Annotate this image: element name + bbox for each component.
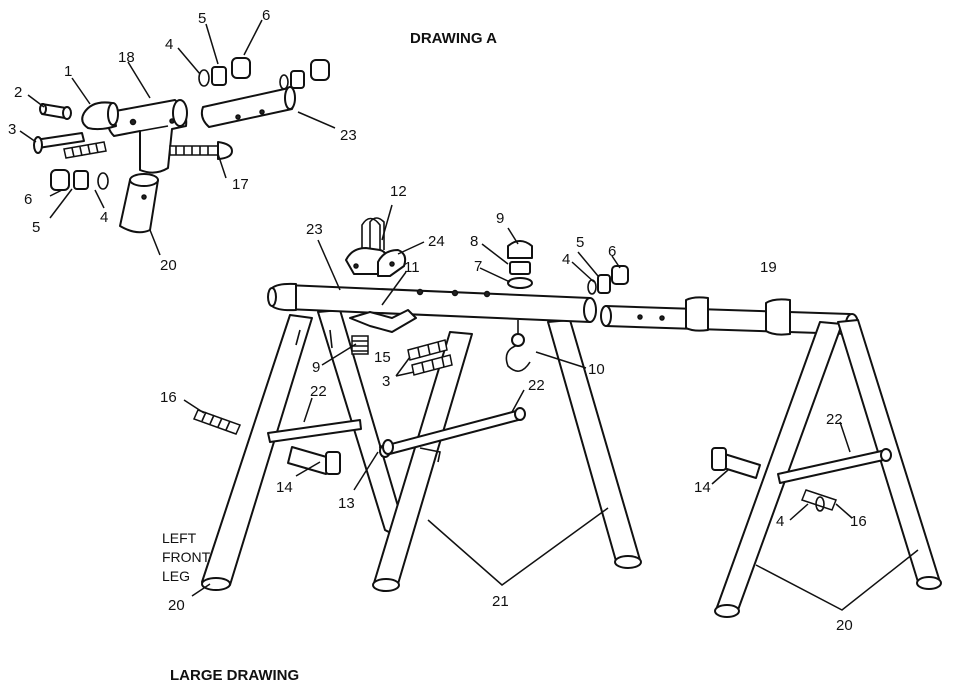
callout-16: 16	[850, 513, 867, 530]
callout-23: 23	[306, 221, 323, 238]
callout-5: 5	[576, 234, 584, 251]
top-hardware-stack	[507, 240, 533, 289]
top-beam-right	[600, 296, 859, 336]
callout-6: 6	[262, 7, 270, 24]
swing-hook	[505, 320, 531, 372]
callout-14: 14	[694, 479, 711, 496]
leg-top-detail	[119, 173, 159, 234]
drawing-a-heading: DRAWING A	[410, 30, 497, 47]
callout-16: 16	[160, 389, 177, 406]
right-a-frame	[711, 319, 942, 618]
left-a-frame	[201, 309, 642, 592]
swing-bracket	[345, 217, 407, 277]
callout-24: 24	[428, 233, 445, 250]
callout-13: 13	[338, 495, 355, 512]
callout-9: 9	[496, 210, 504, 227]
large-drawing-heading: LARGE DRAWING	[170, 667, 299, 684]
left-leg-hardware	[192, 409, 394, 475]
callout-23: 23	[340, 127, 357, 144]
tube-end-hardware	[587, 265, 629, 295]
callout-2: 2	[14, 84, 22, 101]
drawing-a-detail: 1 2 3 4 5 6 18 23 17 6 5 4 20	[8, 7, 357, 274]
callout-14: 14	[276, 479, 293, 496]
callout-19: 19	[760, 259, 777, 276]
callout-18: 18	[118, 49, 135, 66]
corner-fitting	[106, 99, 188, 174]
pin-detail	[39, 103, 72, 120]
callout-4: 4	[776, 513, 784, 530]
leg-note-line-1: LEFT	[162, 530, 197, 546]
callout-8: 8	[470, 233, 478, 250]
callout-21: 21	[492, 593, 509, 610]
callout-4: 4	[562, 251, 570, 268]
hardware-top	[198, 57, 330, 90]
callout-1: 1	[64, 63, 72, 80]
callout-17: 17	[232, 176, 249, 193]
callout-6: 6	[24, 191, 32, 208]
callout-12: 12	[390, 183, 407, 200]
callout-22: 22	[528, 377, 545, 394]
callout-10: 10	[588, 361, 605, 378]
bolts-detail	[33, 132, 107, 159]
leg-note-line-3: LEG	[162, 568, 190, 584]
callout-6: 6	[608, 243, 616, 260]
hook-assembly	[349, 309, 417, 355]
detail-top-tube	[200, 86, 296, 128]
callout-20: 20	[168, 597, 185, 614]
callout-7: 7	[474, 258, 482, 275]
callout-20: 20	[836, 617, 853, 634]
callout-20: 20	[160, 257, 177, 274]
callout-9: 9	[312, 359, 320, 376]
callout-3: 3	[8, 121, 16, 138]
large-drawing: 12 23 24 11 9 8 7 5 4 6 19 9 15 3 10 16 …	[160, 183, 942, 634]
callout-5: 5	[32, 219, 40, 236]
top-beam-left	[267, 282, 597, 323]
callout-22: 22	[310, 383, 327, 400]
hardware-bottom	[50, 169, 109, 191]
callout-3: 3	[382, 373, 390, 390]
callout-22: 22	[826, 411, 843, 428]
end-cap-detail	[81, 101, 119, 131]
callout-4: 4	[165, 36, 173, 53]
callout-15: 15	[374, 349, 391, 366]
bolt-17-detail	[169, 141, 233, 160]
leg-note-line-2: FRONT	[162, 549, 211, 565]
callout-11: 11	[404, 259, 420, 276]
callout-5: 5	[198, 10, 206, 27]
callout-4: 4	[100, 209, 108, 226]
